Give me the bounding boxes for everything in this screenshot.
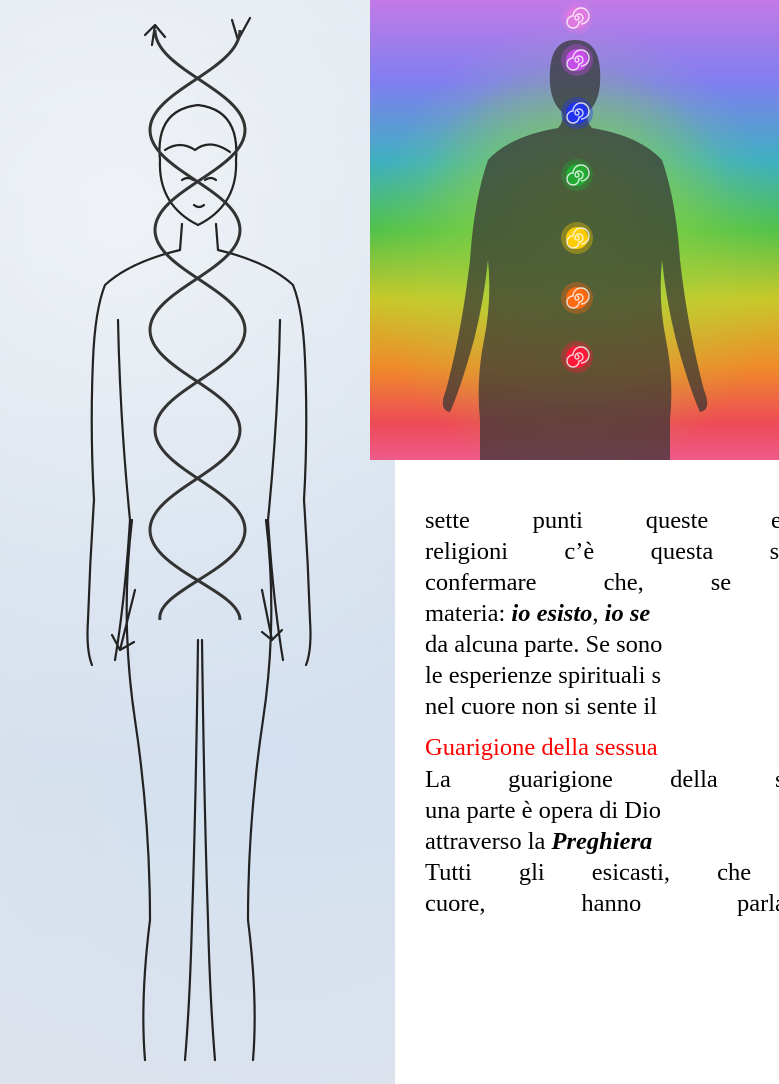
helix-figure-illustration — [0, 0, 395, 1084]
leg-right-outline — [248, 520, 271, 1060]
chakra-spiral-icon — [561, 2, 593, 34]
text-line: una parte è opera di Dio — [425, 795, 779, 826]
chakra-spiral-icon — [561, 222, 593, 254]
text-line: nel cuore non si sente il — [425, 691, 779, 722]
emphasis-preghiera: Preghiera — [552, 828, 653, 855]
chakra-spiral-icon — [561, 282, 593, 314]
text-line: religioni c’è questa sim — [425, 536, 779, 567]
emphasis-io-esisto: io esisto — [511, 600, 592, 627]
text-line: da alcuna parte. Se sono — [425, 629, 779, 660]
text-line: cuore, hanno parlato — [425, 888, 779, 919]
text-line: confermare che, se i — [425, 567, 779, 598]
text-line: La guarigione della ses — [425, 764, 779, 795]
leg-left-outline — [127, 520, 150, 1060]
text-line: attraverso la Preghiera — [425, 826, 779, 857]
helix-body-drawing — [0, 0, 395, 1084]
paragraph-sexuality-healing: La guarigione della ses una parte è oper… — [425, 764, 779, 919]
chakra-silhouette-illustration — [370, 0, 779, 460]
body-left-outline — [88, 224, 183, 665]
text-line: le esperienze spirituali s — [425, 660, 779, 691]
text-line: sette punti queste ene — [425, 505, 779, 536]
double-helix — [150, 30, 245, 620]
fork-up-icon — [232, 18, 250, 40]
chakra-spiral-icon — [561, 159, 593, 191]
text-line: Tutti gli esicasti, che l — [425, 857, 779, 888]
chakra-spiral-icon — [561, 44, 593, 76]
chakra-body-drawing — [370, 0, 779, 460]
emphasis-io-se: io se — [605, 600, 651, 627]
chakra-spiral-icon — [561, 341, 593, 373]
chakra-spiral-icon — [561, 97, 593, 129]
text-line: materia: io esisto, io se — [425, 598, 779, 629]
section-heading: Guarigione della sessua — [425, 732, 779, 763]
paragraph-chakras: sette punti queste ene religioni c’è que… — [425, 505, 779, 722]
